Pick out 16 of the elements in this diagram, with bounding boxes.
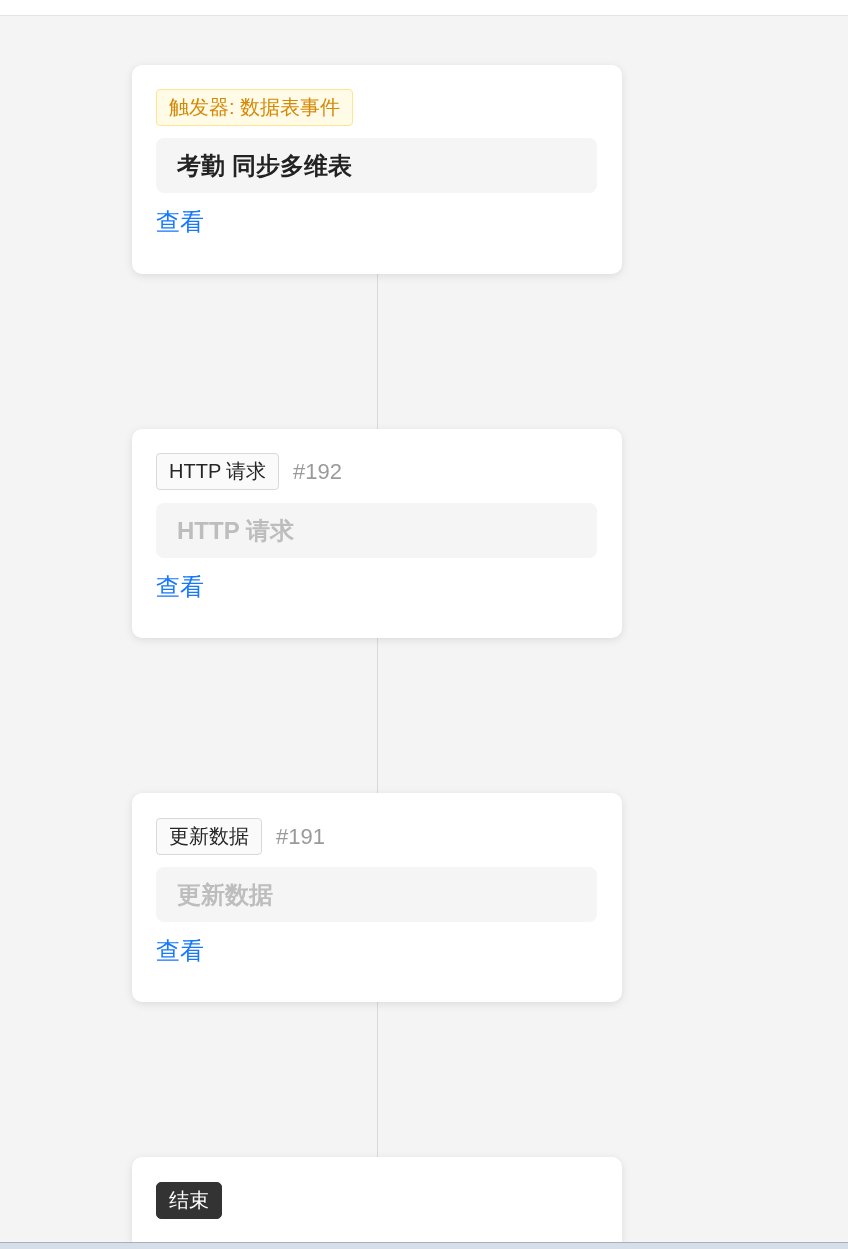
step-title: HTTP 请求 (156, 503, 597, 558)
step-card (132, 1157, 622, 1242)
step-card (132, 793, 622, 1002)
end-tag: 结束 (156, 1182, 222, 1219)
step-card (132, 429, 622, 638)
step-title: 考勤 同步多维表 (156, 138, 597, 193)
step-number: #192 (293, 458, 342, 486)
step-card (132, 65, 622, 274)
step-type-tag: HTTP 请求 (156, 453, 280, 490)
trigger-tag: 触发器: 数据表事件 (156, 89, 354, 126)
step-title: 更新数据 (156, 867, 597, 922)
view-link: 查看 (156, 572, 204, 602)
view-link: 查看 (156, 207, 204, 237)
step-type-tag: 更新数据 (156, 818, 262, 855)
step-number: #191 (276, 823, 325, 851)
view-link: 查看 (156, 936, 204, 966)
